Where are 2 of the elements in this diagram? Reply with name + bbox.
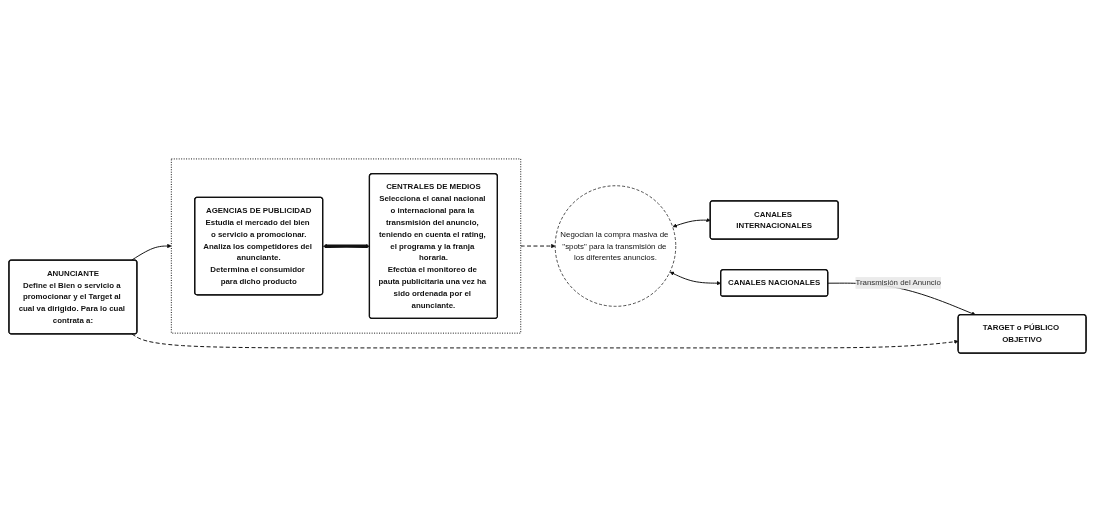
arrow (322, 244, 370, 249)
cluster (170, 158, 522, 335)
